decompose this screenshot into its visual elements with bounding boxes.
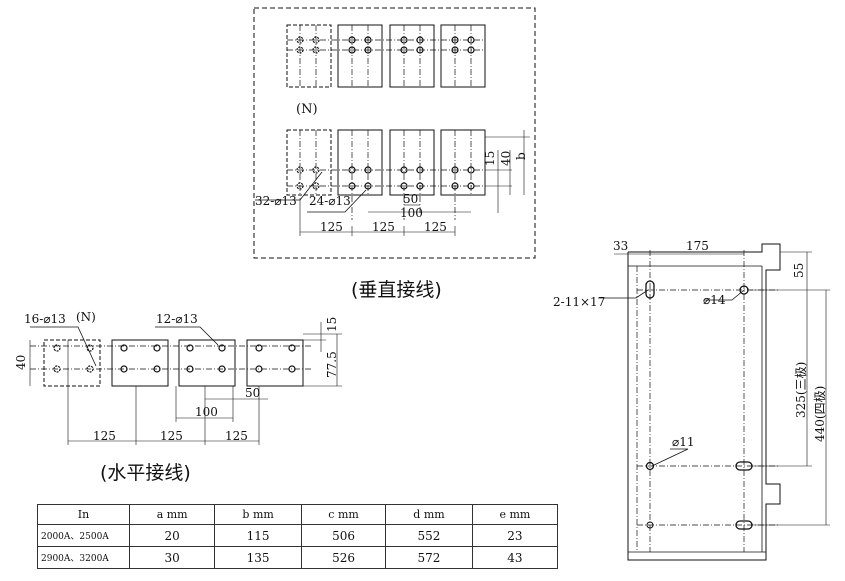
vertical-n-label: (N) xyxy=(296,102,318,117)
horizontal-dim-40: 40 xyxy=(14,354,28,370)
horizontal-dim-125-1: 125 xyxy=(93,429,116,443)
header-c: c mm xyxy=(300,504,387,525)
mounting-dim-325: 325(三极) xyxy=(794,361,808,418)
vertical-dim-125-1: 125 xyxy=(320,220,343,234)
vertical-dim-125-2: 125 xyxy=(372,220,395,234)
row1-b: 115 xyxy=(214,524,302,547)
table-row: 2900A、3200A 30 135 526 572 43 xyxy=(37,546,559,569)
vertical-holes-4pole: 32-⌀13 xyxy=(255,194,297,208)
vertical-dim-50: 50 xyxy=(403,192,419,206)
horizontal-caption: (水平接线) xyxy=(100,462,191,484)
header-b: b mm xyxy=(214,504,302,525)
horizontal-dim-125-2: 125 xyxy=(160,429,183,443)
mounting-hole-11: ⌀11 xyxy=(672,435,695,449)
vertical-dim-40: 40 xyxy=(499,150,513,166)
row1-e: 23 xyxy=(471,524,559,547)
vertical-holes-3pole: 24-⌀13 xyxy=(309,194,351,208)
vertical-dim-b: b xyxy=(514,152,528,160)
horizontal-dim-50: 50 xyxy=(245,386,261,400)
vertical-caption: (垂直接线) xyxy=(351,279,442,301)
header-e: e mm xyxy=(471,504,559,525)
row2-a: 30 xyxy=(128,546,216,569)
mounting-dim-175: 175 xyxy=(686,239,709,253)
vertical-frame xyxy=(253,7,536,259)
header-a: a mm xyxy=(128,504,216,525)
mounting-dim-33: 33 xyxy=(613,239,629,253)
vertical-bottom-row xyxy=(255,129,530,236)
vertical-dim-125-3: 125 xyxy=(424,220,447,234)
vertical-dim-100: 100 xyxy=(400,206,423,220)
horizontal-dim-125-3: 125 xyxy=(225,429,248,443)
mounting-slot-label: 2-11×17 xyxy=(553,295,606,309)
row2-e: 43 xyxy=(471,546,559,569)
row2-d: 572 xyxy=(385,546,473,569)
mounting-dim-440: 440(四极) xyxy=(813,385,827,442)
row2-c: 526 xyxy=(300,546,387,569)
row1-c: 506 xyxy=(300,524,387,547)
row1-in: 2000A、2500A xyxy=(37,524,130,547)
vertical-top-row xyxy=(286,24,486,88)
row2-in: 2900A、3200A xyxy=(37,546,130,569)
mounting-hole-14: ⌀14 xyxy=(703,293,726,307)
vertical-dim-15: 15 xyxy=(483,150,497,166)
mounting-plate xyxy=(600,243,830,561)
horizontal-dim-77-5: 77.5 xyxy=(325,351,339,378)
header-in: In xyxy=(37,504,130,525)
horizontal-terminals xyxy=(29,322,342,445)
horizontal-dim-100: 100 xyxy=(195,405,218,419)
horizontal-holes-3pole: 12-⌀13 xyxy=(156,312,198,326)
spec-header-row: In a mm b mm c mm d mm e mm xyxy=(37,504,559,525)
horizontal-holes-4pole: 16-⌀13 xyxy=(24,312,66,326)
mounting-dim-55: 55 xyxy=(792,262,806,278)
table-row: 2000A、2500A 20 115 506 552 23 xyxy=(37,524,559,547)
horizontal-n-label: (N) xyxy=(76,310,96,324)
row1-a: 20 xyxy=(128,524,216,547)
header-d: d mm xyxy=(385,504,473,525)
row1-d: 552 xyxy=(385,524,473,547)
row2-b: 135 xyxy=(214,546,302,569)
horizontal-dim-15: 15 xyxy=(325,316,339,332)
spec-table: In a mm b mm c mm d mm e mm 2000A、2500A … xyxy=(37,504,559,569)
